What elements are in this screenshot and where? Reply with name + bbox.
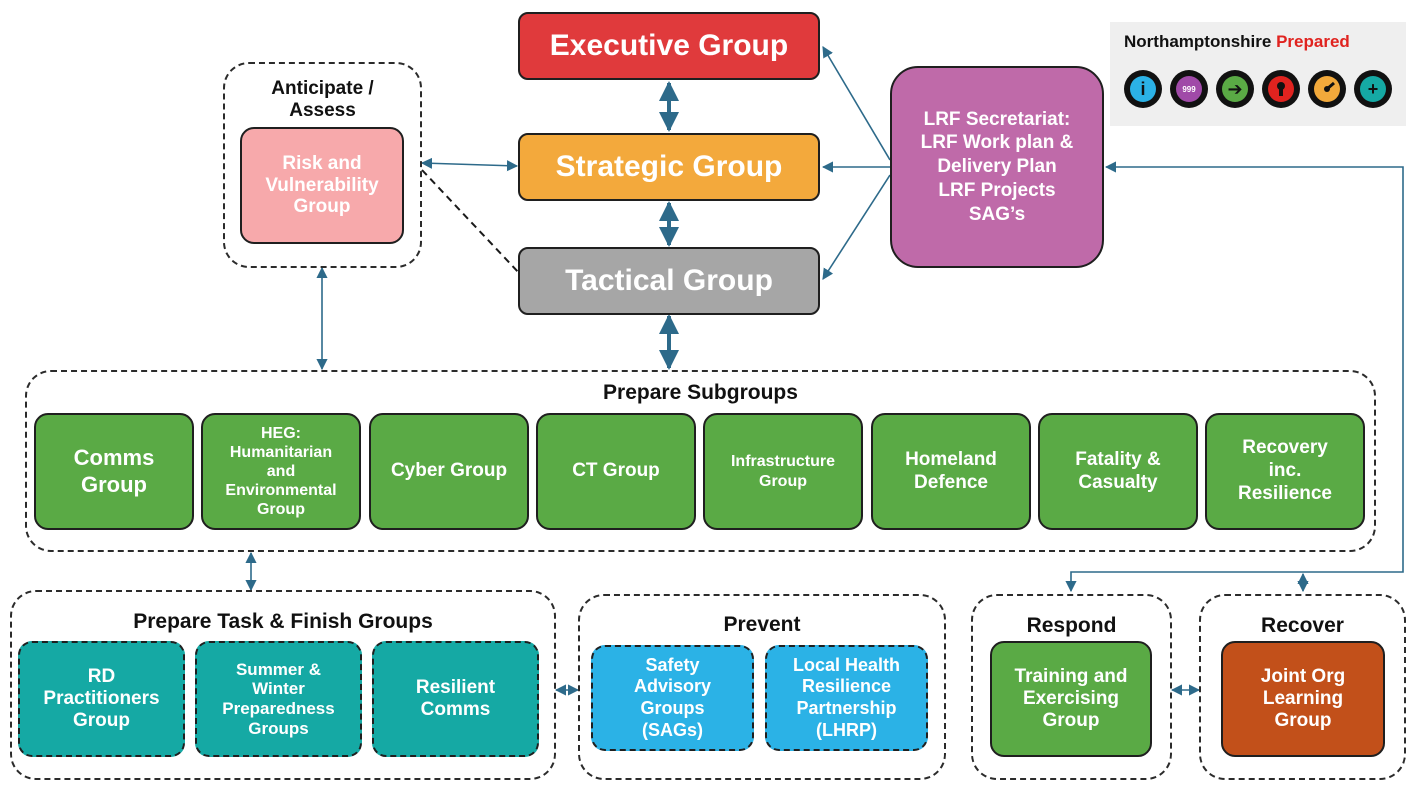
- subgroup-recovery-resilience: Recovery inc. Resilience: [1205, 413, 1365, 530]
- subgroup-comms-group: Comms Group: [34, 413, 194, 530]
- task-finish-groups: Prepare Task & Finish Groups: [10, 590, 556, 780]
- resilient-comms: Resilient Comms: [372, 641, 539, 757]
- info-icon: i: [1124, 70, 1162, 108]
- subgroup-homeland-defence: Homeland Defence: [871, 413, 1031, 530]
- arrow-right-icon-glyph: ➔: [1222, 76, 1248, 102]
- prevent-group: Prevent: [578, 594, 946, 780]
- subgroup-cyber-group-label: Cyber Group: [390, 460, 508, 482]
- anticipate-assess-group: Anticipate / Assess: [223, 62, 422, 268]
- lrf-secretariat: LRF Secretariat: LRF Work plan & Deliver…: [890, 66, 1104, 268]
- connector-secretariat-executive: [822, 46, 891, 161]
- emergency-999-icon-glyph: 999: [1176, 76, 1202, 102]
- summer-winter-preparedness-label: Summer & Winter Preparedness Groups: [222, 659, 335, 738]
- logo-title: Northamptonshire Prepared: [1124, 32, 1350, 52]
- summer-winter-preparedness: Summer & Winter Preparedness Groups: [195, 641, 362, 757]
- subgroup-ct-group-label: CT Group: [572, 460, 660, 482]
- subgroup-infrastructure-group: Infrastructure Group: [703, 413, 863, 530]
- subgroup-homeland-defence-label: Homeland Defence: [905, 448, 997, 493]
- risk-vulnerability-group: Risk and Vulnerability Group: [240, 127, 404, 244]
- connector-secretariat-tactical: [822, 174, 891, 280]
- keyhole-icon: [1262, 70, 1300, 108]
- joint-org-learning-group: Joint Org Learning Group: [1221, 641, 1385, 757]
- anticipate-assess-title: Anticipate / Assess: [271, 78, 374, 121]
- strategic-group: Strategic Group: [518, 133, 820, 201]
- safety-advisory-groups: Safety Advisory Groups (SAGs): [591, 645, 754, 751]
- subgroup-ct-group: CT Group: [536, 413, 696, 530]
- subgroup-heg-group-label: HEG: Humanitarian and Environmental Grou…: [225, 424, 337, 519]
- subgroup-infrastructure-group-label: Infrastructure Group: [730, 453, 836, 490]
- prepare-subgroups-title: Prepare Subgroups: [603, 381, 798, 404]
- tactical-group: Tactical Group: [518, 247, 820, 315]
- subgroup-recovery-resilience-label: Recovery inc. Resilience: [1238, 437, 1332, 504]
- keyhole-icon-glyph: [1268, 76, 1294, 102]
- tactical-group-label: Tactical Group: [565, 263, 773, 297]
- subgroup-cyber-group: Cyber Group: [369, 413, 529, 530]
- subgroup-heg-group: HEG: Humanitarian and Environmental Grou…: [201, 413, 361, 530]
- lrf-secretariat-label: LRF Secretariat: LRF Work plan & Deliver…: [920, 108, 1074, 225]
- subgroup-fatality-casualty-label: Fatality & Casualty: [1075, 448, 1161, 493]
- training-exercising-label: Training and Exercising Group: [1014, 666, 1128, 731]
- joint-org-learning-label: Joint Org Learning Group: [1260, 666, 1346, 731]
- executive-group: Executive Group: [518, 12, 820, 80]
- training-exercising-group: Training and Exercising Group: [990, 641, 1152, 757]
- gauge-icon: [1308, 70, 1346, 108]
- connector-secretariat-loop: [1065, 161, 1404, 593]
- subgroup-fatality-casualty: Fatality & Casualty: [1038, 413, 1198, 530]
- local-health-resilience-partnership-label: Local Health Resilience Partnership (LHR…: [792, 654, 901, 740]
- northamptonshire-prepared-logo: Northamptonshire Prepared i 999 ➔ +: [1110, 22, 1406, 126]
- prepare-subgroups: Prepare Subgroups: [25, 370, 1376, 552]
- recover-group: Recover: [1199, 594, 1406, 780]
- task-finish-title: Prepare Task & Finish Groups: [133, 610, 433, 633]
- plus-icon: +: [1354, 70, 1392, 108]
- emergency-999-icon: 999: [1170, 70, 1208, 108]
- respond-title: Respond: [1026, 614, 1117, 637]
- resilient-comms-label: Resilient Comms: [415, 677, 496, 720]
- logo-name: Northamptonshire: [1124, 32, 1272, 51]
- strategic-group-label: Strategic Group: [555, 149, 783, 183]
- recover-title: Recover: [1261, 614, 1344, 637]
- local-health-resilience-partnership: Local Health Resilience Partnership (LHR…: [765, 645, 928, 751]
- logo-accent: Prepared: [1276, 32, 1350, 51]
- rd-practitioners-group-label: RD Practitioners Group: [43, 666, 160, 731]
- executive-group-label: Executive Group: [549, 28, 789, 62]
- safety-advisory-groups-label: Safety Advisory Groups (SAGs): [633, 654, 712, 740]
- subgroup-comms-group-label: Comms Group: [73, 445, 155, 497]
- connector-risk-strategic: [420, 157, 519, 172]
- respond-group: Respond: [971, 594, 1172, 780]
- connector-risk-tactical-dashed: [421, 169, 521, 275]
- risk-vulnerability-label: Risk and Vulnerability Group: [265, 152, 379, 218]
- arrow-right-icon: ➔: [1216, 70, 1254, 108]
- rd-practitioners-group: RD Practitioners Group: [18, 641, 185, 757]
- info-icon-glyph: i: [1130, 76, 1156, 102]
- gauge-icon-glyph: [1314, 76, 1340, 102]
- plus-icon-glyph: +: [1360, 76, 1386, 102]
- prevent-title: Prevent: [723, 613, 801, 636]
